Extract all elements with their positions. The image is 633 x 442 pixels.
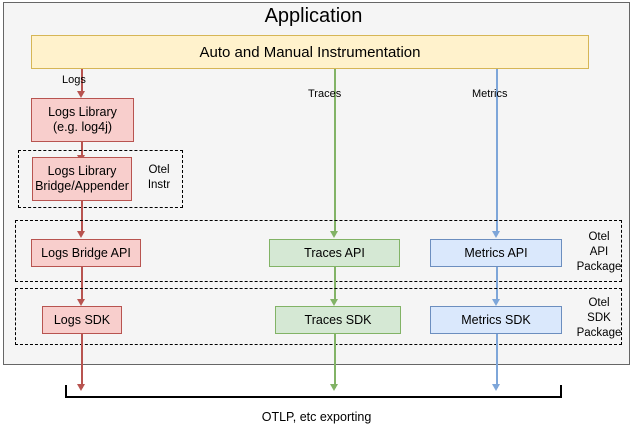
edge-traces-sdk-to-export xyxy=(334,334,336,388)
arrowhead-traces-api-to-sdk-icon xyxy=(330,299,338,306)
edge-metrics-sdk-to-export xyxy=(496,334,498,388)
page-title: Application xyxy=(264,5,363,27)
node-logs-bridge-api[interactable]: Logs Bridge API xyxy=(31,239,141,267)
node-logs-sdk[interactable]: Logs SDK xyxy=(42,306,122,334)
edge-label-metrics: Metrics xyxy=(472,88,508,100)
edge-label-traces: Traces xyxy=(308,88,342,100)
edge-bridge-to-logs-api xyxy=(81,201,83,234)
node-logs-library[interactable]: Logs Library (e.g. log4j) xyxy=(31,98,134,142)
group-label-otel-sdk-package: Otel SDK Package xyxy=(576,297,622,339)
node-traces-api[interactable]: Traces API xyxy=(269,239,400,267)
arrowhead-metrics-export-icon xyxy=(492,384,500,391)
arrowhead-traces-export-icon xyxy=(330,384,338,391)
group-otel-instr xyxy=(18,150,183,208)
node-logs-library-bridge-appender[interactable]: Logs Library Bridge/Appender xyxy=(32,157,132,201)
arrowhead-logs-api-to-sdk-icon xyxy=(77,299,85,306)
group-label-otel-instr: Otel Instr xyxy=(147,164,171,191)
group-otel-sdk-package xyxy=(15,288,622,345)
group-otel-api-package xyxy=(15,220,622,282)
arrowhead-traces-to-api-icon xyxy=(330,231,338,238)
arrowhead-logs-to-library-icon xyxy=(77,91,85,98)
arrowhead-metrics-api-to-sdk-icon xyxy=(492,299,500,306)
node-metrics-sdk[interactable]: Metrics SDK xyxy=(430,306,562,334)
edge-label-logs: Logs xyxy=(62,74,86,86)
edge-logs-instrumentation-to-library xyxy=(81,69,83,94)
node-traces-sdk[interactable]: Traces SDK xyxy=(275,306,401,334)
export-bracket xyxy=(65,385,562,398)
edge-traces-api-to-sdk xyxy=(334,267,336,302)
edge-traces-instrumentation-to-api xyxy=(334,69,336,233)
arrowhead-bridge-to-logs-api-icon xyxy=(77,231,85,238)
edge-metrics-api-to-sdk xyxy=(496,267,498,302)
edge-metrics-instrumentation-to-api xyxy=(496,69,498,233)
arrowhead-logs-export-icon xyxy=(77,384,85,391)
arrowhead-metrics-to-api-icon xyxy=(492,231,500,238)
edge-logs-sdk-to-export xyxy=(81,334,83,388)
group-label-otel-api-package: Otel API Package xyxy=(576,231,622,273)
export-label: OTLP, etc exporting xyxy=(261,410,372,424)
edge-logs-api-to-sdk xyxy=(81,267,83,302)
node-metrics-api[interactable]: Metrics API xyxy=(430,239,562,267)
node-auto-manual-instrumentation[interactable]: Auto and Manual Instrumentation xyxy=(31,35,589,69)
